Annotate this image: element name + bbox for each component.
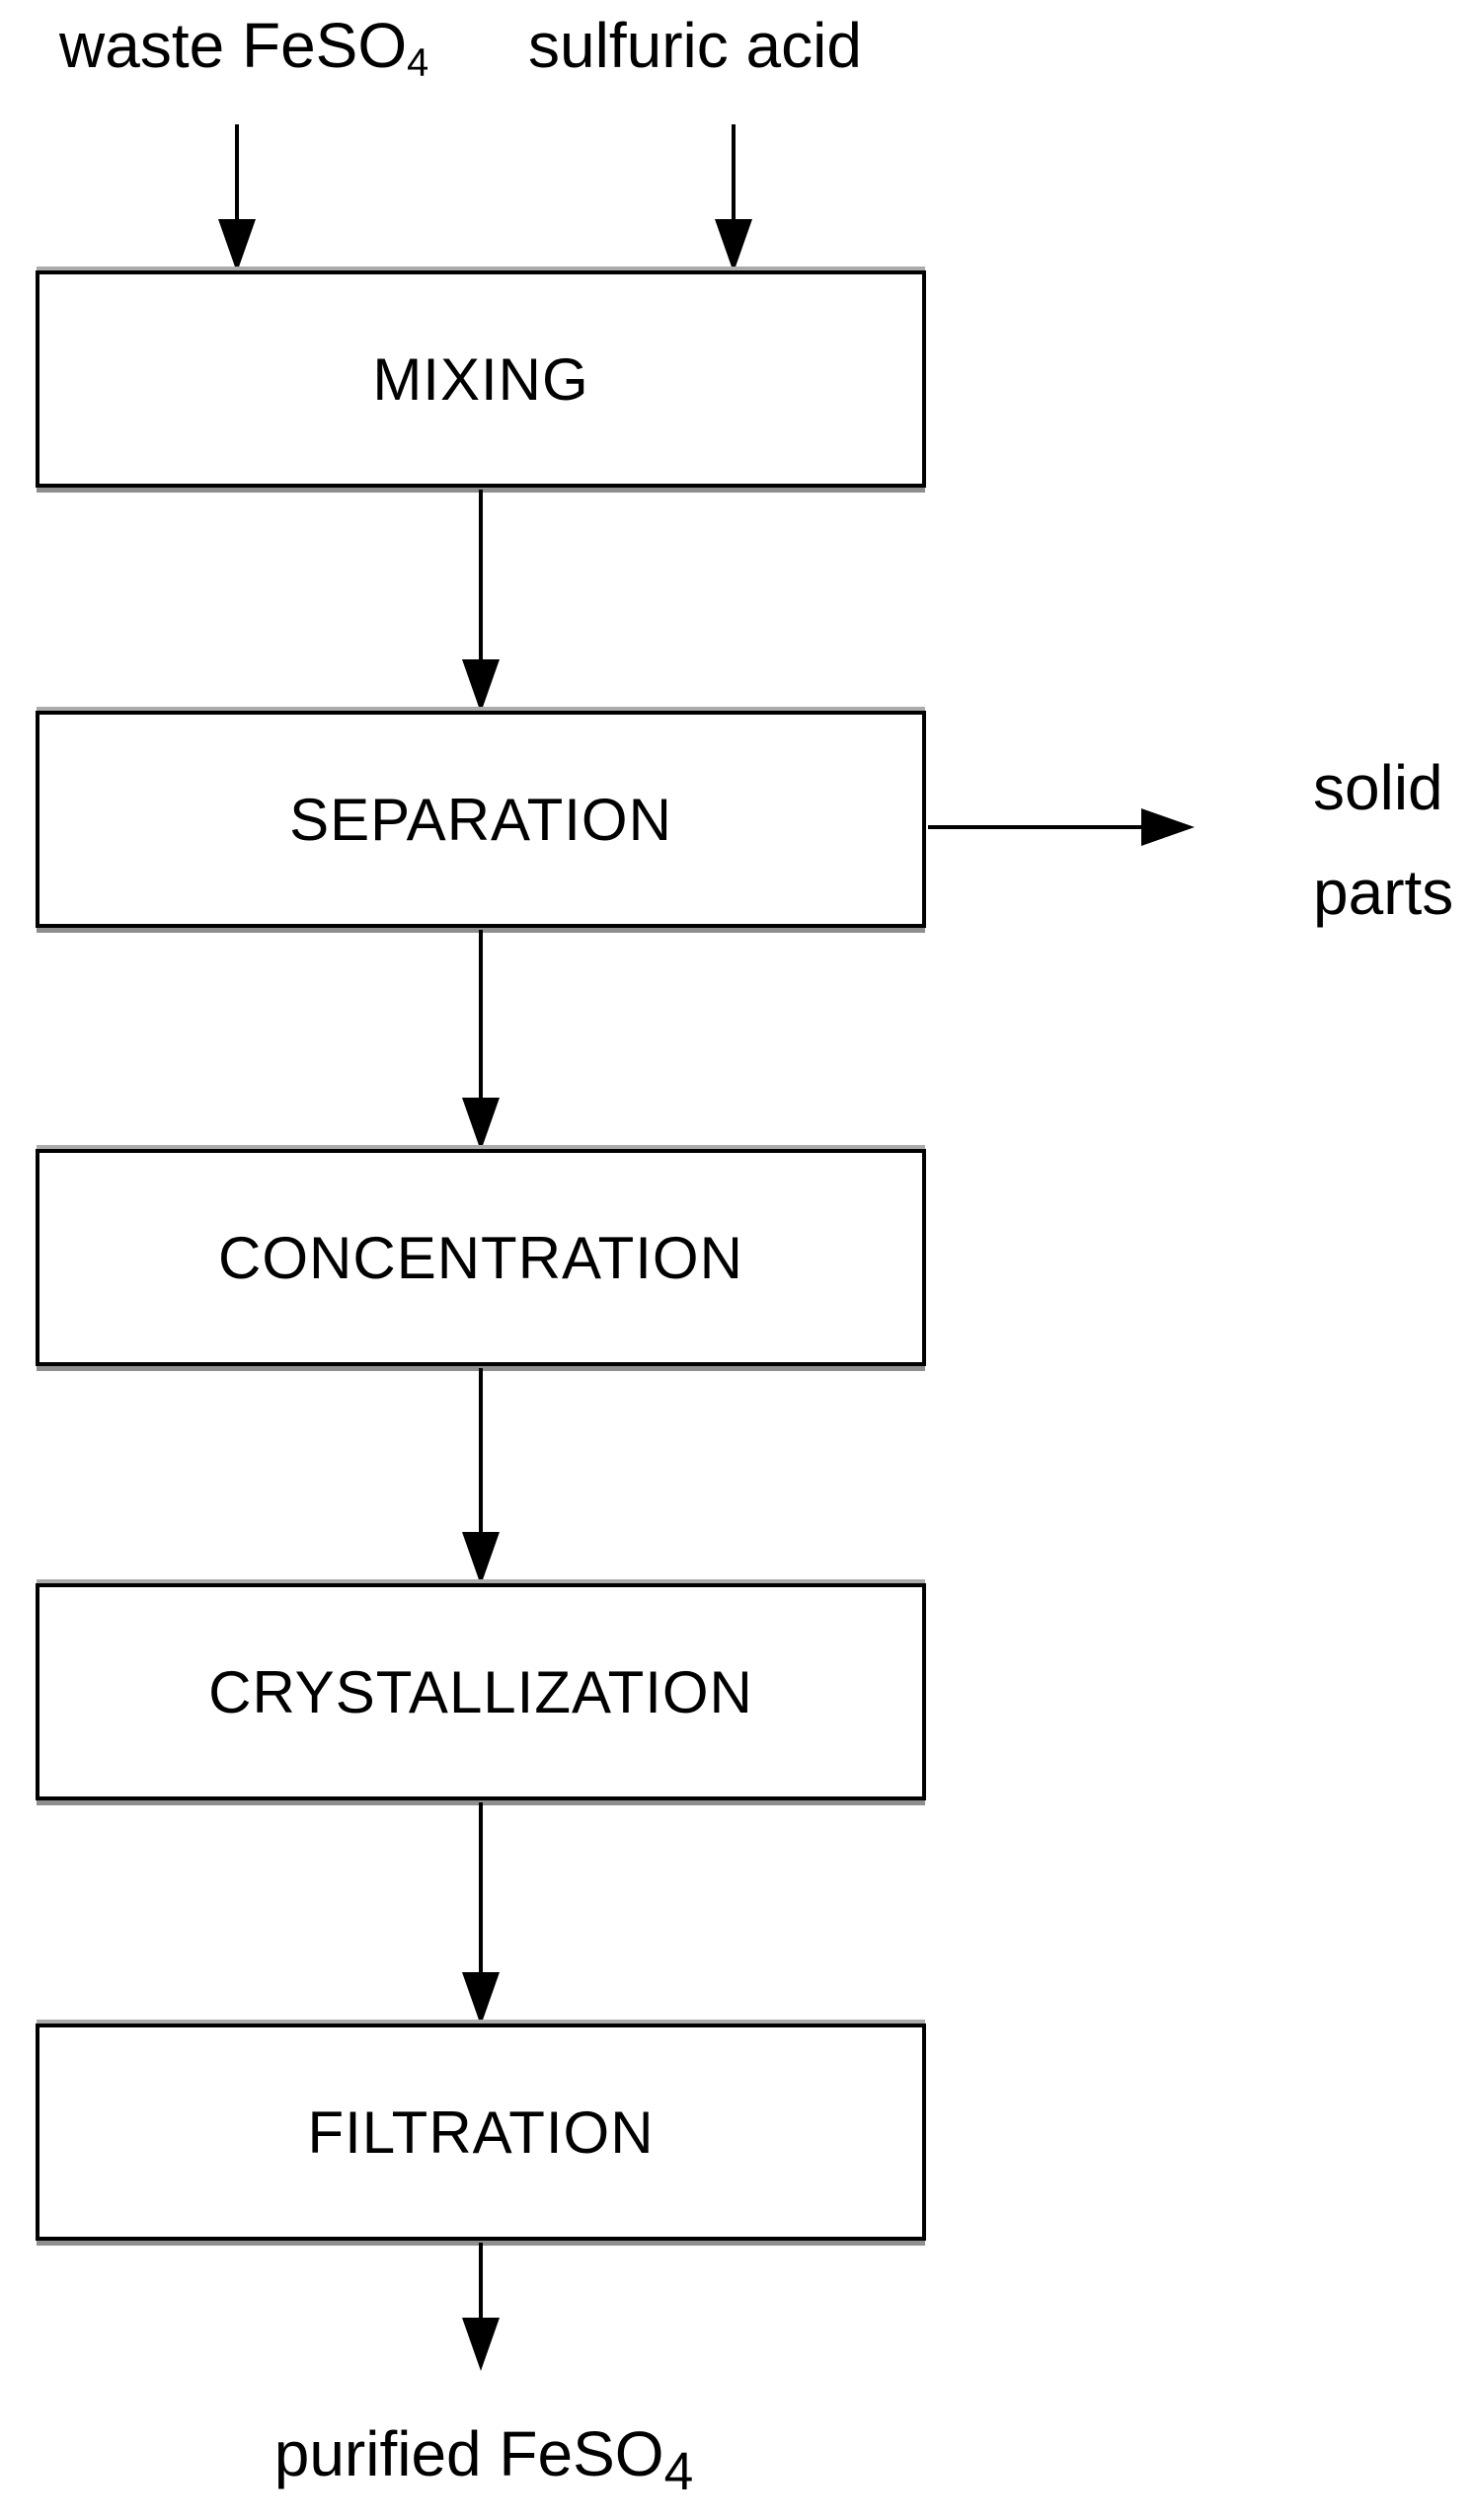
arrow-crystallization-to-filtration <box>462 1802 500 2025</box>
input-label-sulfuric-acid: sulfuric acid <box>528 6 862 85</box>
arrow-shaft <box>479 930 483 1102</box>
arrow-shaft <box>235 124 239 223</box>
process-box-crystallization-label: CRYSTALLIZATION <box>208 1658 753 1725</box>
process-box-separation-label: SEPARATION <box>289 786 672 853</box>
arrow-head-down-icon <box>462 2318 500 2371</box>
arrow-filtration-to-output <box>462 2243 500 2371</box>
arrow-shaft <box>479 1802 483 1976</box>
arrow-shaft <box>479 490 483 663</box>
process-box-filtration-label: FILTRATION <box>307 2099 655 2166</box>
process-box-concentration: CONCENTRATION <box>36 1149 926 1366</box>
arrow-head-down-icon <box>462 659 500 713</box>
arrow-head-down-icon <box>462 1532 500 1585</box>
arrow-head-right-icon <box>1141 808 1195 846</box>
process-box-filtration: FILTRATION <box>36 2024 926 2241</box>
arrow-shaft <box>479 2243 483 2322</box>
arrow-head-down-icon <box>462 1098 500 1151</box>
arrow-shaft <box>479 1368 483 1536</box>
arrow-acid-to-mixing <box>715 124 752 272</box>
output-label-purified-feso4-subscript: 4 <box>663 2442 694 2501</box>
process-box-mixing-label: MIXING <box>372 345 589 413</box>
side-output-label-solid-parts: solid parts <box>1313 735 1453 945</box>
process-box-concentration-label: CONCENTRATION <box>218 1224 743 1291</box>
arrow-separation-to-concentration <box>462 930 500 1151</box>
arrow-shaft <box>732 124 736 223</box>
arrow-head-down-icon <box>715 219 752 272</box>
input-label-waste-feso4-text: waste FeSO <box>59 10 408 81</box>
process-box-separation: SEPARATION <box>36 711 926 928</box>
arrow-waste-to-mixing <box>218 124 256 272</box>
input-label-sulfuric-acid-text: sulfuric acid <box>528 10 862 81</box>
output-label-purified-feso4-text: purified FeSO <box>273 2418 664 2489</box>
output-label-purified-feso4: purified FeSO4 <box>138 2413 829 2506</box>
side-output-line-2: parts <box>1313 857 1454 928</box>
side-output-line-1: solid <box>1313 752 1443 823</box>
arrow-concentration-to-crystallization <box>462 1368 500 1585</box>
arrow-separation-to-solid-parts <box>928 808 1195 846</box>
arrow-mixing-to-separation <box>462 490 500 713</box>
arrow-shaft <box>928 825 1147 829</box>
process-box-mixing: MIXING <box>36 270 926 488</box>
input-label-waste-feso4: waste FeSO4 <box>59 6 428 85</box>
process-box-crystallization: CRYSTALLIZATION <box>36 1583 926 1800</box>
input-label-waste-feso4-subscript: 4 <box>407 40 429 85</box>
arrow-head-down-icon <box>218 219 256 272</box>
arrow-head-down-icon <box>462 1972 500 2025</box>
